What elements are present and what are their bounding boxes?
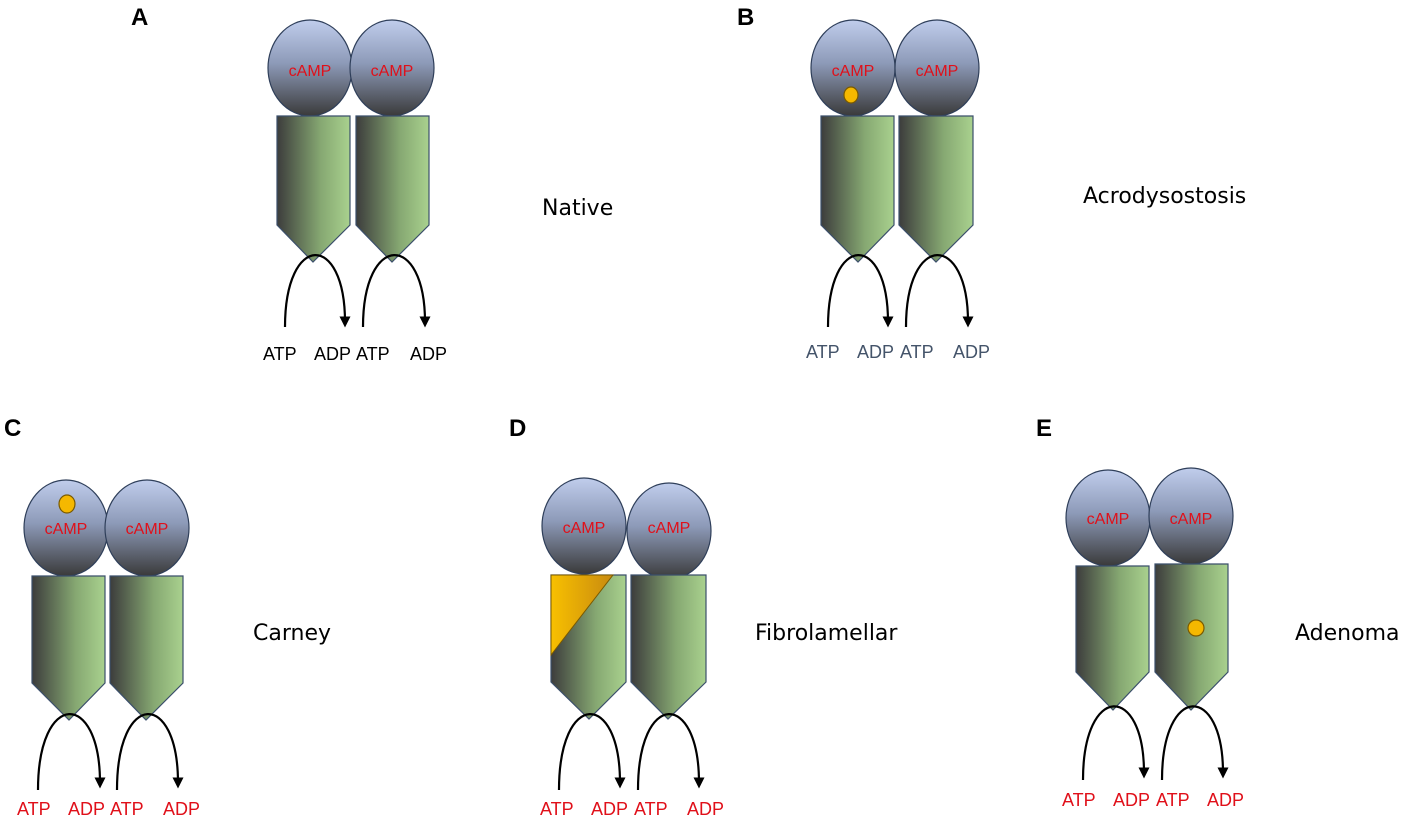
panel-e: E Adenoma cAMP ATP ADP cAMP ATP ADP [1036, 415, 1399, 810]
subunit-1: cAMP ATP ADP [806, 19, 896, 362]
subunit-2: cAMP ATP ADP [894, 19, 990, 362]
camp-label: cAMP [1170, 511, 1213, 528]
panel-letter: B [737, 4, 754, 31]
reaction-arrow [826, 254, 894, 328]
atp-label: ATP [540, 799, 574, 819]
camp-label: cAMP [126, 521, 169, 538]
reaction-arrow [636, 713, 705, 791]
atp-label: ATP [17, 799, 51, 819]
mutation-dot [843, 86, 859, 104]
catalytic-domain [109, 575, 184, 721]
adp-label: ADP [687, 799, 724, 819]
atp-label: ATP [900, 342, 934, 362]
subunit-2: cAMP ATP ADP [626, 482, 724, 819]
adp-label: ADP [591, 799, 628, 819]
panel-letter: E [1036, 415, 1052, 442]
panel-caption: Fibrolamellar [755, 621, 898, 646]
atp-label: ATP [263, 344, 297, 364]
adp-label: ADP [1207, 790, 1244, 810]
adp-label: ADP [314, 344, 351, 364]
atp-label: ATP [356, 344, 390, 364]
reaction-arrow [283, 254, 351, 328]
atp-label: ATP [1156, 790, 1190, 810]
reaction-arrow [557, 713, 626, 791]
adp-label: ADP [163, 799, 200, 819]
reaction-arrow [1160, 705, 1229, 781]
camp-label: cAMP [832, 63, 875, 80]
panel-caption: Native [542, 196, 613, 221]
panel-d: D Fibrolamellar cAMP ATP ADP cAMP ATP AD… [509, 415, 898, 819]
catalytic-domain [31, 575, 106, 721]
catalytic-domain [898, 115, 974, 263]
camp-label: cAMP [1087, 511, 1130, 528]
panel-caption: Acrodysostosis [1083, 184, 1246, 209]
camp-label: cAMP [45, 521, 88, 538]
panel-b: B Acrodysostosis cAMP ATP ADP cAMP ATP A… [737, 4, 1246, 362]
atp-label: ATP [110, 799, 144, 819]
regulatory-domain [541, 477, 627, 575]
reaction-arrow [36, 713, 106, 791]
catalytic-domain [355, 115, 430, 263]
camp-label: cAMP [371, 63, 414, 80]
subunit-2: cAMP ATP ADP [104, 479, 200, 819]
subunit-1: cAMP ATP ADP [1062, 469, 1151, 810]
adp-label: ADP [857, 342, 894, 362]
panel-letter: C [4, 415, 21, 442]
adp-label: ADP [953, 342, 990, 362]
subunit-1: cAMP ATP ADP [17, 479, 109, 819]
reaction-arrow [115, 713, 184, 791]
camp-label: cAMP [289, 63, 332, 80]
catalytic-domain [1154, 563, 1229, 711]
camp-label: cAMP [563, 520, 606, 537]
catalytic-domain [820, 115, 895, 263]
subunit-1: cAMP ATP ADP [263, 19, 353, 364]
atp-label: ATP [1062, 790, 1096, 810]
camp-label: cAMP [648, 520, 691, 537]
panel-caption: Adenoma [1295, 621, 1399, 646]
panel-letter: D [509, 415, 526, 442]
atp-label: ATP [806, 342, 840, 362]
subunit-2: cAMP ATP ADP [349, 19, 447, 364]
mutation-dot [58, 494, 76, 514]
reaction-arrow [1081, 705, 1150, 781]
subunit-1: cAMP ATP ADP [540, 477, 628, 819]
panel-letter: A [131, 4, 148, 31]
panel-c: C Carney cAMP ATP ADP cAMP ATP ADP [4, 415, 331, 819]
adp-label: ADP [410, 344, 447, 364]
mutation-dot [1187, 619, 1205, 637]
subunit-2: cAMP ATP ADP [1148, 467, 1244, 810]
catalytic-domain [1075, 565, 1150, 711]
reaction-arrow [904, 254, 974, 328]
mutation-wedge [550, 574, 615, 657]
panel-a: A Native cAMP ATP ADP cAMP ATP ADP [131, 4, 613, 364]
panel-caption: Carney [253, 621, 331, 646]
atp-label: ATP [634, 799, 668, 819]
reaction-arrow [361, 254, 431, 328]
adp-label: ADP [1113, 790, 1150, 810]
catalytic-domain [630, 574, 707, 720]
adp-label: ADP [68, 799, 105, 819]
catalytic-domain [276, 115, 351, 263]
camp-label: cAMP [916, 63, 959, 80]
